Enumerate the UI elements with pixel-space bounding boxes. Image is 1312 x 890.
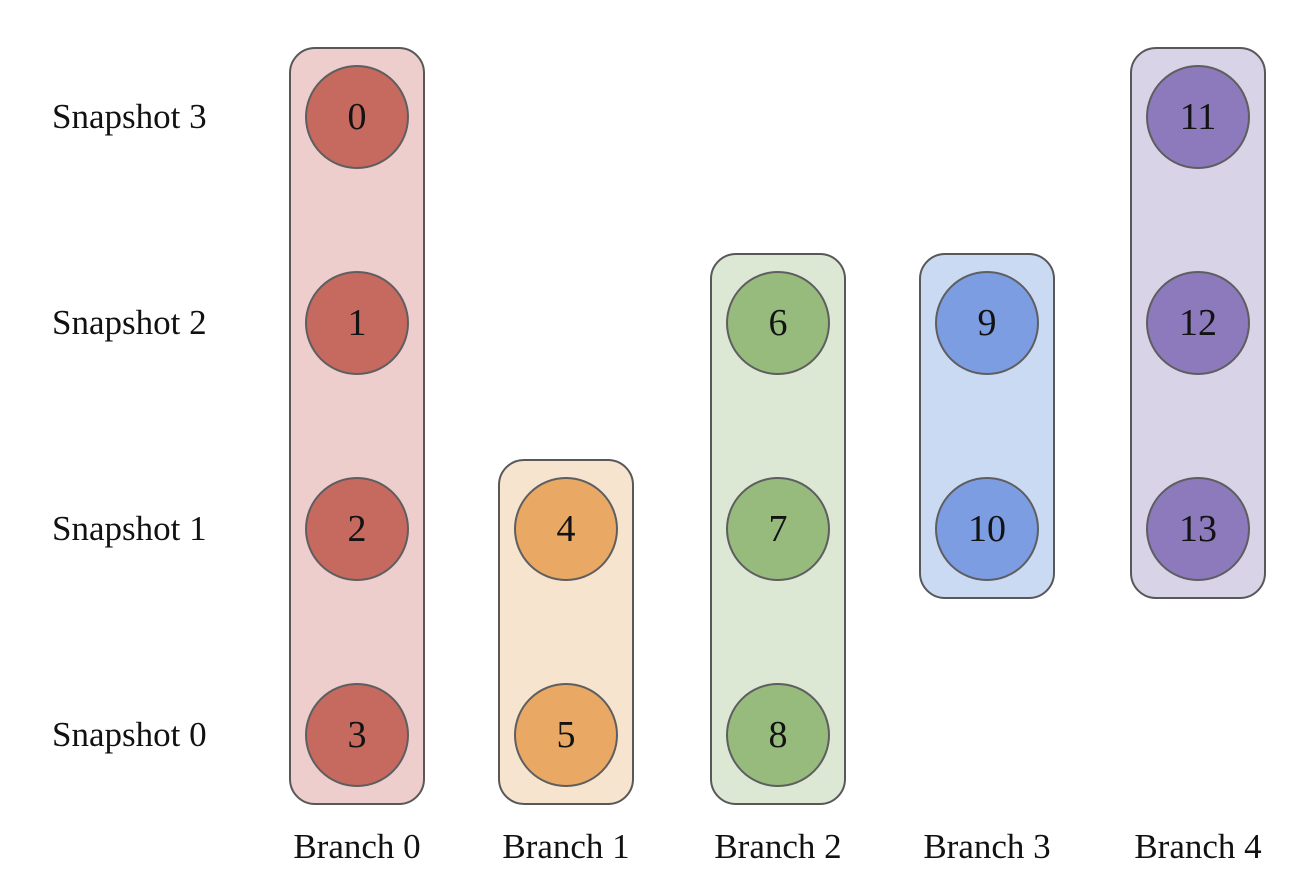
branch-label-2: Branch 2 bbox=[714, 827, 842, 866]
snapshot-node-0: 0 bbox=[305, 65, 409, 169]
row-label-snapshot-3: Snapshot 3 bbox=[52, 97, 207, 136]
snapshot-node-10: 10 bbox=[935, 477, 1039, 581]
row-label-snapshot-2: Snapshot 2 bbox=[52, 303, 207, 342]
branch-label-1: Branch 1 bbox=[502, 827, 630, 866]
snapshot-node-2: 2 bbox=[305, 477, 409, 581]
snapshot-node-5: 5 bbox=[514, 683, 618, 787]
row-label-snapshot-1: Snapshot 1 bbox=[52, 509, 207, 548]
snapshot-node-11: 11 bbox=[1146, 65, 1250, 169]
branch-label-0: Branch 0 bbox=[293, 827, 421, 866]
snapshot-node-9: 9 bbox=[935, 271, 1039, 375]
snapshot-node-7: 7 bbox=[726, 477, 830, 581]
branch-box-0 bbox=[289, 47, 425, 805]
snapshot-node-3: 3 bbox=[305, 683, 409, 787]
snapshot-node-6: 6 bbox=[726, 271, 830, 375]
branch-label-4: Branch 4 bbox=[1134, 827, 1262, 866]
snapshot-node-13: 13 bbox=[1146, 477, 1250, 581]
row-label-snapshot-0: Snapshot 0 bbox=[52, 715, 207, 754]
snapshot-node-8: 8 bbox=[726, 683, 830, 787]
snapshot-node-12: 12 bbox=[1146, 271, 1250, 375]
snapshot-node-4: 4 bbox=[514, 477, 618, 581]
branch-label-3: Branch 3 bbox=[923, 827, 1051, 866]
snapshot-node-1: 1 bbox=[305, 271, 409, 375]
